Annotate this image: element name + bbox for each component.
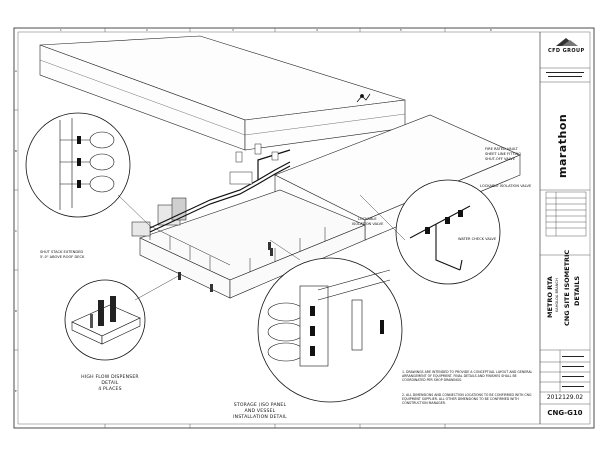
vessel-rack-detail — [59, 118, 115, 210]
general-note-1: 1. DRAWINGS ARE INTENDED TO PROVIDE A CO… — [402, 370, 533, 382]
callout-sheet-line-fitting: SHEET LINE FITTING — [485, 152, 522, 156]
grid-row-a: A — [15, 69, 17, 73]
grid-row-b: B — [15, 149, 17, 153]
detail-circle-storage — [257, 257, 403, 403]
sheet-inner-border — [17, 31, 591, 425]
grid-row-c: C — [15, 229, 17, 233]
vent-valve-assembly — [356, 93, 371, 103]
grid-col-2: 2 — [146, 28, 148, 32]
project-title-line2: KAHOLOA BRANCH — [555, 278, 559, 312]
callout-fire-rated-vault: FIRE RATED VAULT — [485, 147, 518, 151]
leader-upper-left — [117, 194, 151, 227]
title-block-cells — [540, 67, 590, 405]
grid-row-e: E — [15, 389, 17, 393]
dispenser-units — [90, 296, 116, 328]
general-note-2: 2. ALL DIMENSIONS AND CONNECTION LOCATIO… — [402, 393, 532, 405]
detail-title-storage-line3: INSTALLATION DETAIL — [233, 415, 287, 420]
sheet-title-line2: DETAILS — [573, 275, 581, 306]
leader-storage — [269, 239, 301, 261]
detail-title-dispenser-line1: HIGH FLOW DISPENSER — [81, 375, 139, 380]
dispenser-island-detail — [71, 304, 141, 345]
callout-shut-stack-line1: SHUT STACK EXTENDED — [40, 250, 84, 254]
callout-water-check-valve: WATER CHECK VALVE — [458, 237, 497, 241]
logo-mountain-icon — [556, 38, 578, 46]
dispenser-marks — [178, 242, 273, 292]
project-number: 2012129.02 — [546, 394, 584, 401]
callout-shutoff-valve: SHUT-OFF VALVE — [485, 157, 516, 161]
storage-valves — [310, 306, 384, 356]
valve-symbols-upper-left — [77, 136, 81, 188]
gas-piping — [149, 149, 291, 233]
project-title-line1: METRO RTA — [546, 276, 554, 318]
title-block-tiny-text — [546, 72, 584, 387]
company-name: CFD GROUP — [548, 48, 585, 54]
sheet-title-line1: CNG SITE ISOMETRIC — [563, 249, 571, 326]
client-logo: marathon — [556, 113, 569, 178]
grid-col-1: 1 — [60, 28, 62, 32]
callout-lockable-line1: LOCKABLE — [358, 217, 377, 221]
detail-circle-valve — [395, 179, 501, 285]
detail-title-storage-line2: AND VESSEL — [244, 409, 276, 414]
detail-title-dispenser-line2: DETAIL — [101, 381, 119, 386]
callout-lockable-line2: ISOLATION VALVE — [352, 222, 384, 226]
sheet-border — [13, 27, 595, 429]
grid-col-6: 6 — [490, 28, 492, 32]
leader-dispenser — [134, 274, 181, 301]
pipe-supports — [229, 143, 279, 185]
sheet-number: CNG-G10 — [547, 409, 583, 417]
grid-row-d: D — [15, 309, 18, 313]
grid-col-4: 4 — [316, 28, 318, 32]
leader-valve — [359, 194, 406, 241]
grid-col-5: 5 — [400, 28, 402, 32]
detail-title-storage-line1: STORAGE (ISO PANEL — [233, 403, 287, 408]
valve-bodies — [425, 210, 463, 234]
callout-lockable-isolation-valve-upper: LOCKABLE ISOLATION VALVE — [480, 184, 532, 188]
callout-shut-stack-line2: 5'-0" ABOVE ROOF DECK — [40, 255, 85, 259]
grid-col-3: 3 — [232, 28, 234, 32]
cng-compound-floor — [139, 189, 366, 299]
detail-title-dispenser-line3: 4 PLACES — [98, 387, 122, 392]
